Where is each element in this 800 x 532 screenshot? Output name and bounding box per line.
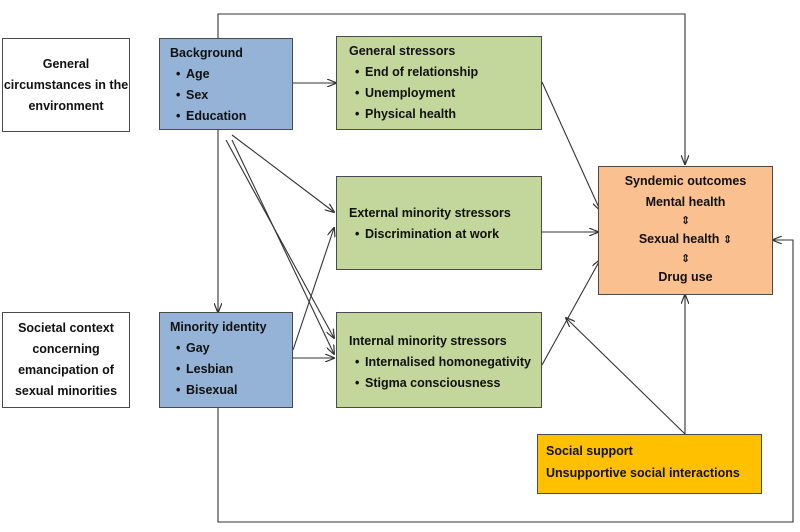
internal-stressors-item: Stigma consciousness [349,373,541,394]
mental-health-label: Mental health [645,195,726,209]
link-background-internal-b [225,139,334,338]
link-internal-outcomes [541,260,600,366]
syndemic-outcomes-box: Syndemic outcomes Mental health ⇕ Sexual… [598,166,773,295]
minority-identity-item: Lesbian [170,359,292,380]
general-stressors-item: Physical health [349,104,541,125]
external-stressors-title: External minority stressors [349,206,511,220]
general-stressors-item: Unemployment [349,83,541,104]
social-support-label: Social support [546,444,633,458]
background-box: Background Age Sex Education [159,38,293,130]
unsupportive-interactions-label: Unsupportive social interactions [546,466,740,480]
minority-identity-item: Bisexual [170,380,292,401]
background-item: Age [170,64,292,85]
link-social-internal [566,318,686,435]
link-general-outcomes [541,81,600,210]
link-background-outcomes-top [217,13,685,164]
minority-identity-list: Gay Lesbian Bisexual [170,338,292,401]
internal-stressors-box: Internal minority stressors Internalised… [336,312,542,408]
sexual-health-row: Sexual health ⇕ [599,229,772,251]
internal-stressors-item: Internalised homonegativity [349,352,541,373]
external-stressors-item: Discrimination at work [349,224,541,245]
general-stressors-title: General stressors [349,44,456,58]
background-title: Background [170,46,243,60]
minority-identity-title: Minority identity [170,320,267,334]
societal-context-text: Societal context concerning emancipation… [14,321,118,398]
internal-stressors-title: Internal minority stressors [349,334,507,348]
bidirectional-arrow-icon: ⇕ [722,234,733,246]
link-background-internal-a [231,139,334,354]
general-stressors-list: End of relationship Unemployment Physica… [349,62,541,125]
societal-context-box: Societal context concerning emancipation… [2,312,130,408]
background-item: Education [170,106,292,127]
general-circumstances-box: General circumstances in the environment [2,38,130,132]
general-stressors-item: End of relationship [349,62,541,83]
bidirectional-arrow-icon: ⇕ [680,253,691,265]
minority-identity-box: Minority identity Gay Lesbian Bisexual [159,312,293,408]
external-stressors-list: Discrimination at work [349,224,541,245]
link-identity-external [292,228,334,351]
drug-use-label: Drug use [658,270,713,284]
internal-stressors-list: Internalised homonegativity Stigma consc… [349,352,541,394]
background-list: Age Sex Education [170,64,292,127]
general-stressors-box: General stressors End of relationship Un… [336,36,542,130]
syndemic-outcomes-title: Syndemic outcomes [624,174,747,188]
link-identity-outcomes-bottom [217,240,794,523]
link-background-external [231,134,334,212]
social-support-box: Social support Unsupportive social inter… [537,434,762,494]
background-item: Sex [170,85,292,106]
general-circumstances-text: General circumstances in the environment [3,56,129,113]
sexual-health-label: Sexual health [638,232,720,246]
bidirectional-arrow-icon: ⇕ [680,215,691,227]
minority-identity-item: Gay [170,338,292,359]
external-stressors-box: External minority stressors Discriminati… [336,176,542,270]
